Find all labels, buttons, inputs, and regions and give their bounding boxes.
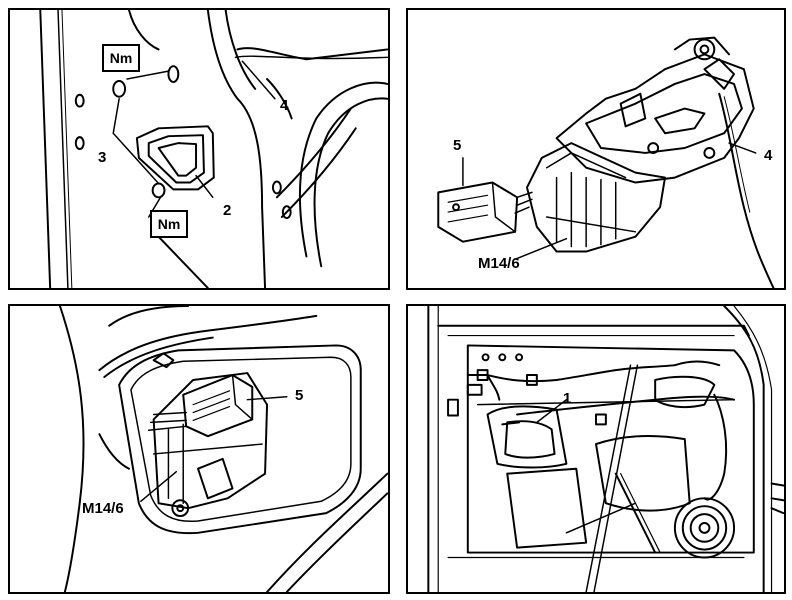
callout-1: 1	[563, 390, 572, 407]
torque-label-top: Nm	[102, 44, 140, 72]
door-inner-drawing	[427, 306, 784, 592]
torque-label-bottom: Nm	[150, 210, 188, 238]
component-label-m14-6: M14/6	[82, 500, 124, 517]
callout-3: 3	[98, 149, 107, 166]
door-pillar-drawing	[39, 10, 388, 288]
panel-top-right-door-lock: 5 4 M14/6	[406, 8, 786, 290]
panel-bottom-left-door-cavity: 5 M14/6	[8, 304, 390, 594]
door-cavity-drawing	[58, 306, 388, 592]
panel-top-left-door-pillar: Nm Nm 3 2 4	[8, 8, 390, 290]
door-lock-drawing	[437, 36, 775, 288]
component-label-m14-6: M14/6	[478, 255, 520, 272]
callout-5: 5	[295, 387, 304, 404]
callout-5: 5	[453, 137, 462, 154]
callout-4: 4	[764, 147, 773, 164]
callout-4: 4	[280, 97, 289, 114]
panel-bottom-right-door-inner: 1	[406, 304, 786, 594]
callout-2: 2	[223, 202, 232, 219]
